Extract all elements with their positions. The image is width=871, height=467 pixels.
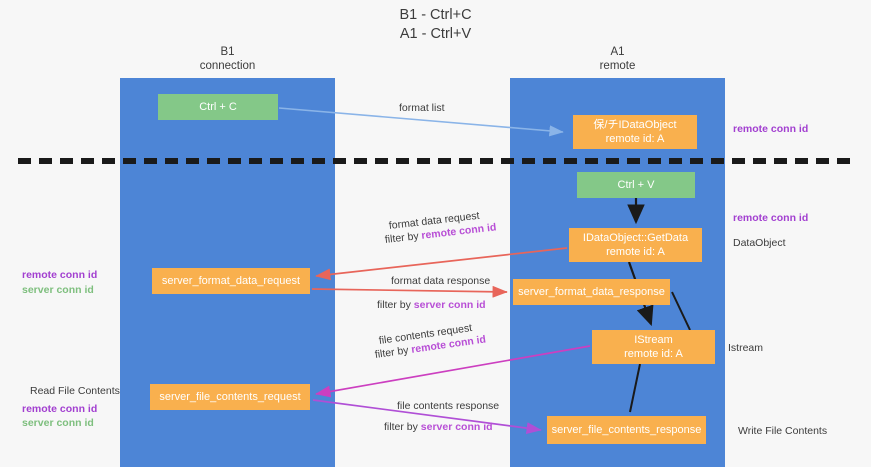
- node-idataobject[interactable]: 保/チIDataObject remote id: A: [573, 115, 697, 149]
- annotation-left-remote-conn-id-mid: remote conn id: [22, 269, 98, 281]
- annotation-left-read-file-contents: Read File Contents: [30, 385, 120, 397]
- node-server-format-data-response[interactable]: server_format_data_response: [513, 279, 670, 305]
- annotation-left-remote-conn-id-bottom: remote conn id: [22, 403, 98, 415]
- edge-label-file-contents-response: file contents response: [397, 400, 500, 412]
- node-server-file-contents-response[interactable]: server_file_contents_response: [547, 416, 706, 444]
- filter-prefix: filter by: [384, 229, 423, 246]
- node-format-data-response-label: server_format_data_response: [518, 286, 665, 298]
- edge-label-format-list: format list: [399, 102, 445, 114]
- node-idataobject-label: 保/チIDataObject: [593, 119, 677, 131]
- page-title: B1 - Ctrl+C A1 - Ctrl+V: [399, 7, 472, 42]
- filter-prefix: filter by: [384, 421, 421, 433]
- node-istream[interactable]: IStream remote id: A: [592, 330, 715, 364]
- node-format-data-request-label: server_format_data_request: [161, 275, 301, 287]
- edge-label-format-data-response: format data response: [391, 275, 491, 287]
- node-ctrl-v[interactable]: Ctrl + V: [577, 172, 695, 198]
- node-idataobject-sublabel: remote id: A: [605, 133, 665, 145]
- annotation-right-write-file-contents: Write File Contents: [738, 425, 828, 437]
- node-server-file-contents-request[interactable]: server_file_contents_request: [150, 384, 310, 410]
- node-ctrl-c-label: Ctrl + C: [199, 101, 237, 113]
- annotation-right-istream: Istream: [728, 342, 764, 354]
- filter-key-server-conn-id: server conn id: [413, 299, 486, 311]
- node-idataobject-getdata[interactable]: IDataObject::GetData remote id: A: [569, 228, 702, 262]
- annotation-right-dataobject: DataObject: [733, 237, 786, 249]
- node-file-contents-response-label: server_file_contents_response: [551, 424, 702, 436]
- swimlane-b1-header: B1 connection: [199, 46, 256, 72]
- filter-prefix: filter by: [374, 343, 413, 361]
- annotation-left-server-conn-id-mid: server conn id: [22, 284, 94, 296]
- node-istream-label: IStream: [634, 334, 673, 346]
- annotation-right-remote-conn-id-top: remote conn id: [733, 123, 809, 135]
- filter-prefix: filter by: [377, 299, 414, 311]
- swimlane-a1-header: A1 remote: [599, 46, 636, 72]
- filter-key-server-conn-id: server conn id: [420, 421, 493, 433]
- node-ctrl-v-label: Ctrl + V: [617, 179, 655, 191]
- node-file-contents-request-label: server_file_contents_request: [159, 391, 301, 403]
- edge-label-format-data-response-filter: filter by server conn id: [377, 298, 486, 313]
- node-getdata-sublabel: remote id: A: [606, 246, 665, 258]
- node-getdata-label: IDataObject::GetData: [582, 232, 689, 244]
- node-server-format-data-request[interactable]: server_format_data_request: [152, 268, 310, 294]
- node-istream-sublabel: remote id: A: [624, 348, 683, 360]
- section-divider: [18, 158, 858, 164]
- edge-format-data-response: [311, 285, 508, 298]
- node-ctrl-c[interactable]: Ctrl + C: [158, 94, 278, 120]
- annotation-left-server-conn-id-bottom: server conn id: [22, 417, 94, 429]
- annotation-right-remote-conn-id-mid: remote conn id: [733, 212, 809, 224]
- edge-label-file-contents-response-filter: filter by server conn id: [384, 420, 493, 435]
